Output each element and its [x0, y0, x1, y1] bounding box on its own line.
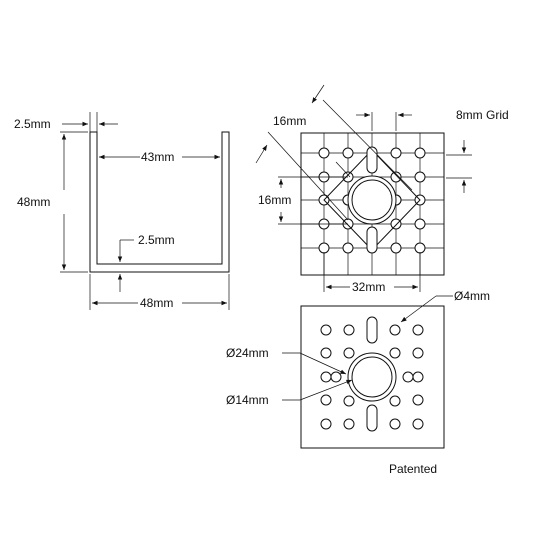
top-view: 16mm 8mm Grid 16mm 32mm	[255, 84, 509, 294]
slot-bottom	[366, 226, 378, 254]
dim-grid-label: 8mm Grid	[456, 108, 509, 122]
grid-hole	[414, 171, 426, 183]
bolt-circle-hole	[389, 347, 401, 359]
grid-hole	[390, 147, 402, 159]
channel-profile	[89, 131, 230, 273]
bolt-circle-hole	[389, 395, 401, 407]
dim-arrow	[311, 84, 325, 104]
plate-outline	[300, 132, 445, 276]
pattern-hole	[320, 394, 332, 406]
pattern-hole	[320, 371, 332, 383]
bolt-circle-hole	[343, 347, 355, 359]
side-view: 2.5mm 43mm 48mm 2.5mm 48mm	[14, 112, 230, 310]
plate-outline-bottom	[300, 305, 445, 449]
pattern-hole	[389, 418, 401, 430]
dim-boltcircle-label: Ø24mm	[226, 346, 269, 360]
dim-arrow	[255, 144, 268, 164]
bolt-circle-hole	[330, 371, 342, 383]
pattern-hole	[343, 324, 355, 336]
pattern-holes	[320, 324, 424, 430]
bolt-circle-hole	[343, 395, 355, 407]
grid-hole	[414, 218, 426, 230]
pattern-hole	[343, 418, 355, 430]
slot-top	[366, 316, 378, 344]
pattern-hole	[389, 324, 401, 336]
slot-top	[366, 146, 378, 174]
slot-bottom	[366, 404, 378, 432]
dim-base-label: 2.5mm	[138, 233, 175, 247]
pattern-hole	[320, 324, 332, 336]
pattern-hole	[412, 394, 424, 406]
dim-hole-label: Ø4mm	[454, 289, 490, 303]
grid-hole	[342, 147, 354, 159]
grid-hole	[414, 242, 426, 254]
dim-arrow	[299, 352, 347, 375]
pattern-hole	[412, 418, 424, 430]
grid-hole	[318, 242, 330, 254]
dim-span-label: 32mm	[352, 280, 385, 294]
bottom-view: Ø4mm Ø24mm Ø14mm	[226, 289, 490, 449]
pattern-hole	[320, 418, 332, 430]
grid-hole	[390, 242, 402, 254]
grid-hole	[414, 147, 426, 159]
dim-inner-label: 43mm	[141, 150, 174, 164]
hub-bore	[351, 356, 393, 398]
dim-holesp-label: 16mm	[258, 193, 291, 207]
grid-hole	[390, 218, 402, 230]
dim-width-label: 48mm	[140, 296, 173, 310]
dim-arrow	[299, 379, 353, 401]
dim-leader	[322, 99, 413, 191]
pattern-hole	[320, 347, 332, 359]
grid-holes	[318, 147, 426, 254]
dim-bore-label: Ø14mm	[226, 393, 269, 407]
dim-height-label: 48mm	[17, 195, 50, 209]
dim-leader	[335, 161, 351, 178]
dim-wall-label: 2.5mm	[14, 117, 51, 131]
dim-arrow	[400, 295, 437, 323]
grid-hole	[318, 147, 330, 159]
pattern-hole	[412, 324, 424, 336]
dim-leader	[267, 131, 349, 221]
pattern-hole	[412, 347, 424, 359]
grid-hole	[390, 171, 402, 183]
bolt-circle-hole	[402, 371, 414, 383]
pattern-hole	[412, 371, 424, 383]
grid-hole	[342, 242, 354, 254]
center-bore	[351, 179, 393, 221]
patented-note: Patented	[389, 462, 437, 476]
dim-diag-label: 16mm	[273, 114, 306, 128]
